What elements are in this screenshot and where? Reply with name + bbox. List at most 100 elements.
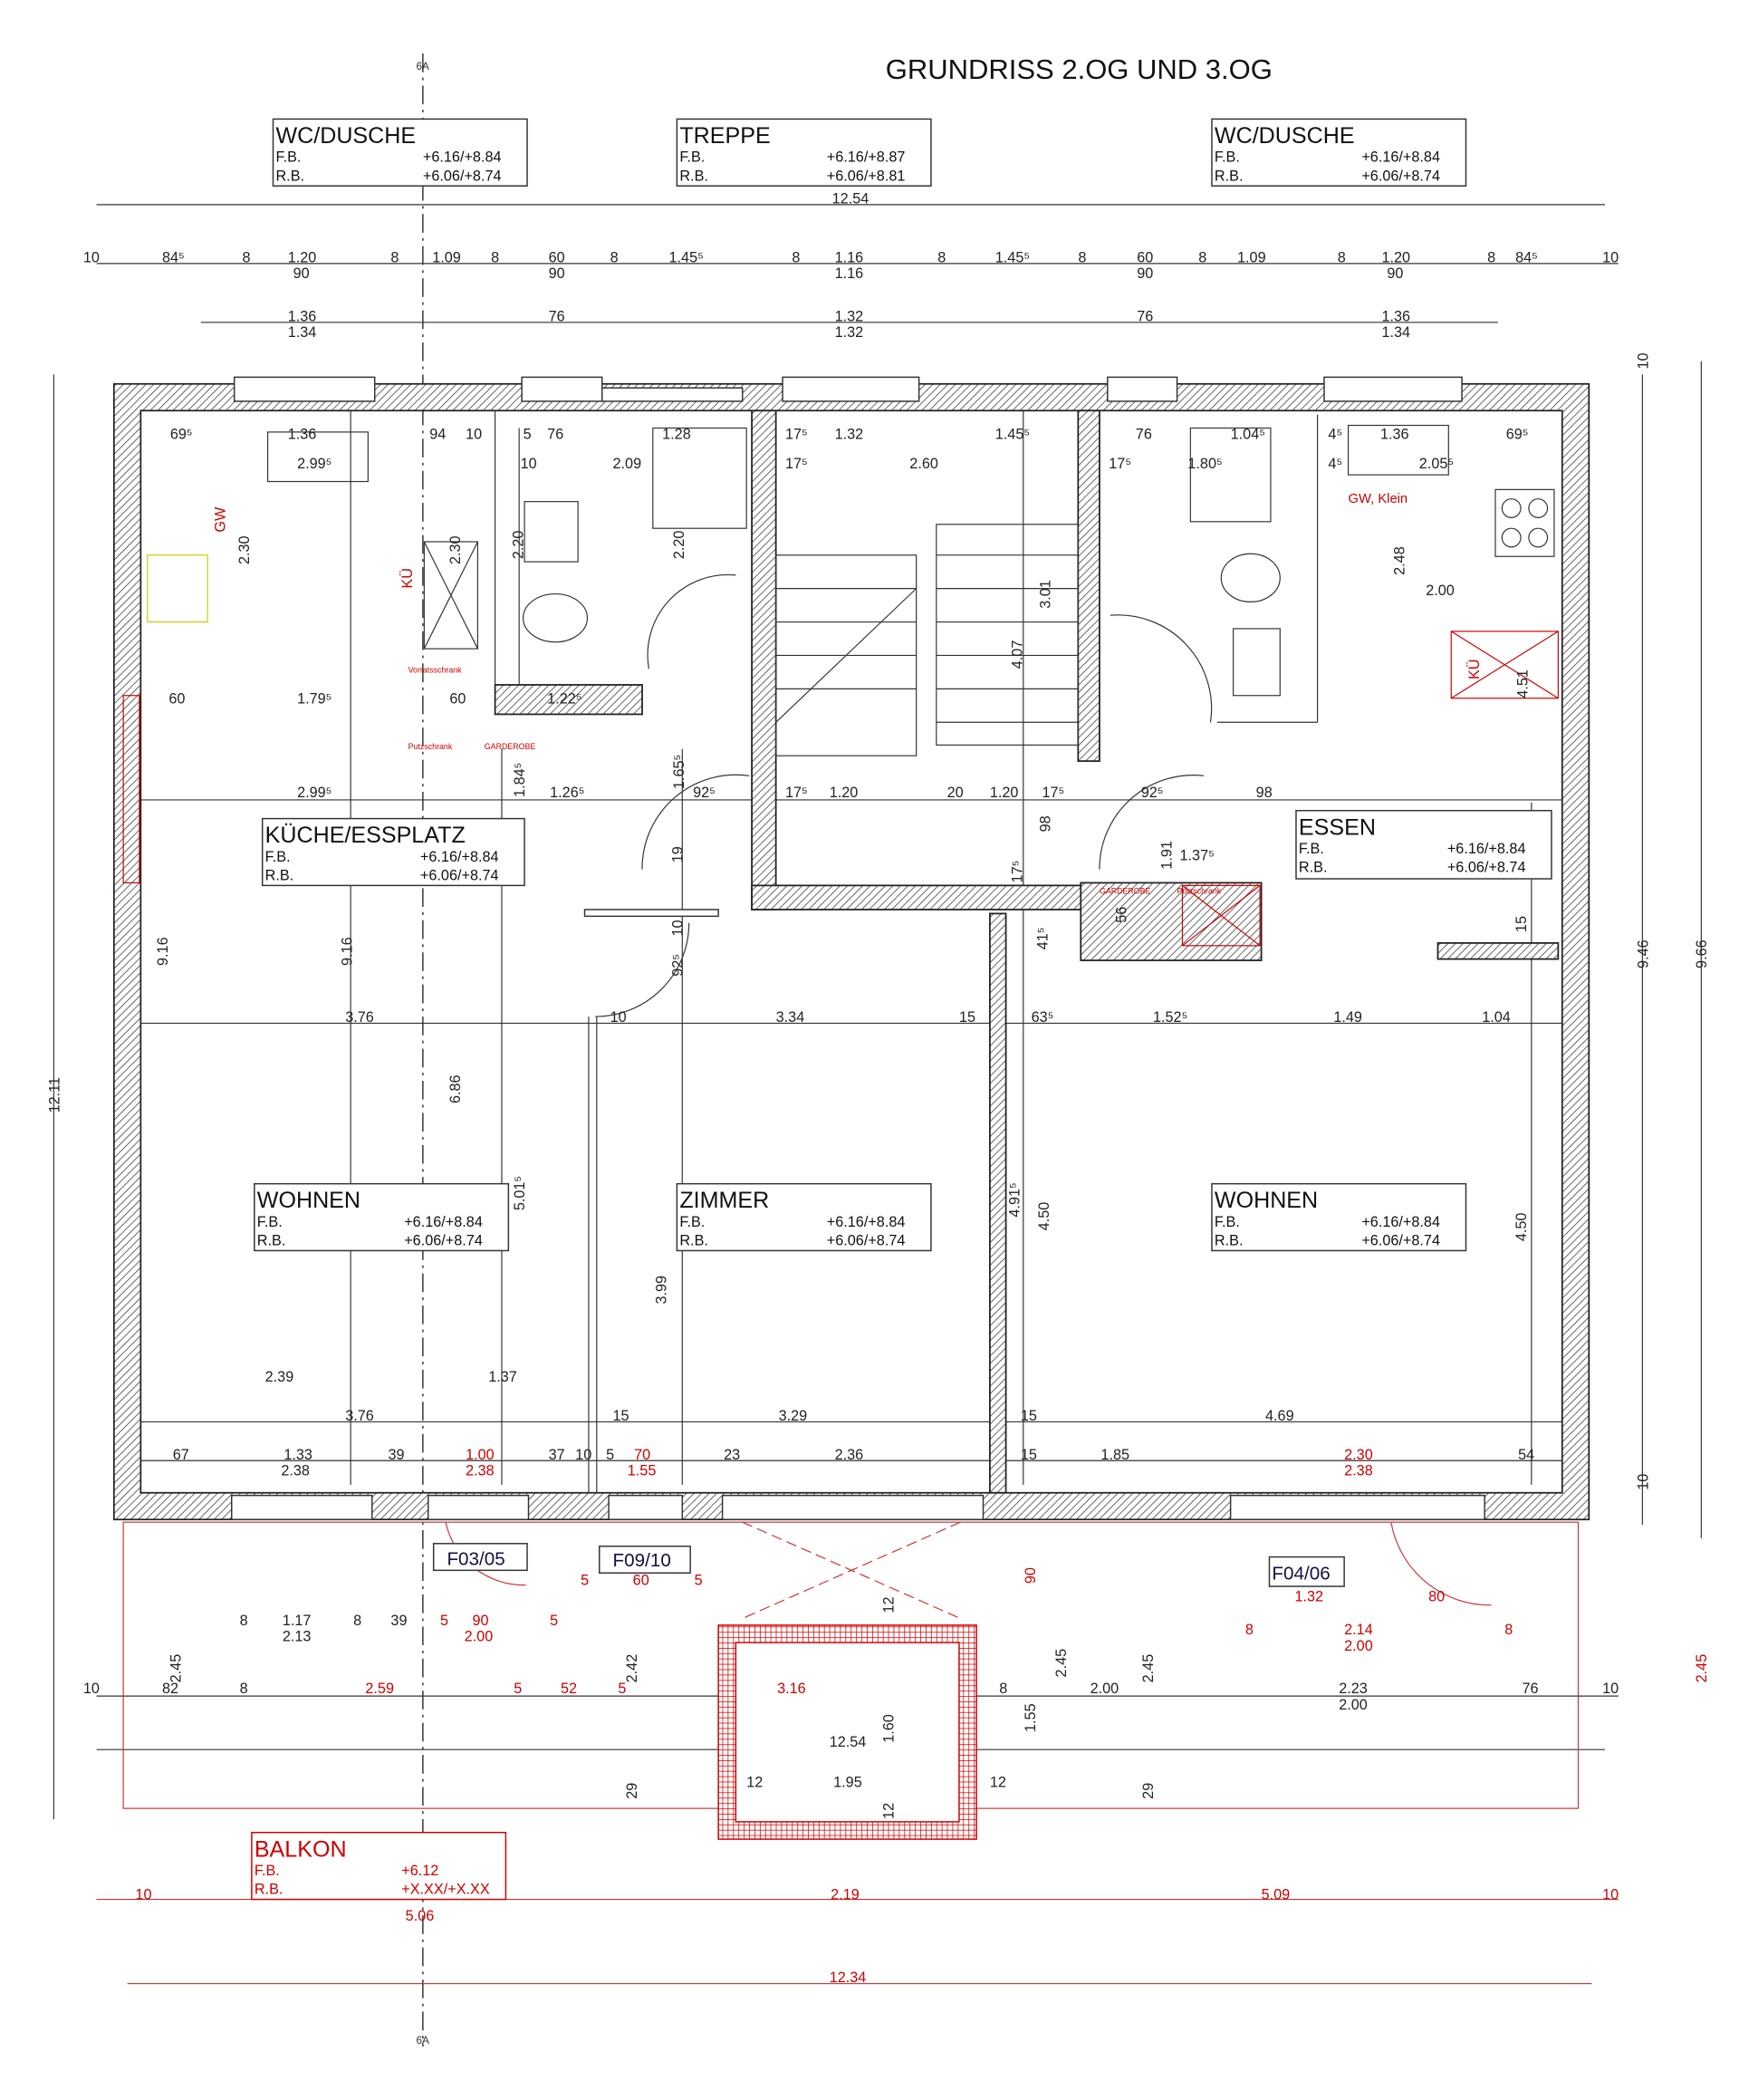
room-name: BALKON — [255, 1836, 347, 1862]
annotation-label: Vorratsschrank — [408, 666, 463, 675]
dimension-label: 2.00 — [1339, 1697, 1368, 1713]
dimension-label: 1.04 — [1482, 1009, 1511, 1026]
dimension-label: 60 — [1137, 249, 1153, 265]
dimension-label: 9.46 — [1635, 939, 1651, 968]
dimension-label: 90 — [1387, 265, 1403, 282]
dimension-label: 3.99 — [654, 1276, 670, 1305]
window-tag-text: F03/05 — [447, 1548, 504, 1569]
dimension-label: 2.45 — [1140, 1654, 1157, 1683]
rb-value: +6.06/+8.74 — [827, 1233, 906, 1249]
dimension-label: 4.50 — [1036, 1202, 1052, 1231]
dimension-label: 2.36 — [835, 1447, 864, 1463]
fb-label: F.B. — [255, 1863, 280, 1879]
dimension-label: 1.36 — [288, 426, 317, 442]
dimension-label: 5 — [550, 1613, 558, 1629]
dimension-label: 10 — [83, 1681, 100, 1697]
fb-value: +6.16/+8.87 — [827, 149, 906, 166]
dimension-label: 69⁵ — [170, 426, 193, 442]
dimension-label: 1.16 — [835, 265, 864, 282]
dimension-label: 1.52⁵ — [1153, 1009, 1187, 1026]
annotation-label: KÜ — [399, 568, 416, 589]
dimension-label: 2.45 — [1053, 1649, 1070, 1678]
dimension-label: 1.33 — [283, 1447, 312, 1463]
annotation-label: GW — [212, 506, 228, 533]
fb-value: +6.16/+8.84 — [1447, 841, 1526, 857]
annotation-label: Putzschrank — [408, 742, 453, 751]
fb-value: +6.16/+8.84 — [404, 1214, 483, 1230]
dimension-label: 12.54 — [830, 1734, 867, 1750]
dimension-label: 8 — [240, 1613, 248, 1629]
dimension-label: 1.00 — [466, 1447, 495, 1463]
dimension-label: 67 — [173, 1447, 189, 1463]
axis-label-bottom: 6A — [416, 2034, 429, 2047]
dimension-label: 2.20 — [671, 531, 687, 560]
dimension-label: 12.34 — [830, 1970, 867, 1986]
dimension-label: 84⁵ — [162, 249, 185, 265]
dimension-label: 2.00 — [1426, 583, 1455, 599]
room-name: ZIMMER — [679, 1188, 769, 1213]
dimension-label: 17⁵ — [1009, 861, 1025, 883]
fb-value: +6.16/+8.84 — [1361, 149, 1440, 166]
fixtures — [122, 424, 1559, 1017]
rb-value: +6.06/+8.74 — [404, 1233, 483, 1249]
dimension-label: 2.59 — [365, 1681, 394, 1697]
room-name: WOHNEN — [1215, 1188, 1318, 1213]
dimension-label: 10 — [1602, 249, 1619, 265]
plan-title: GRUNDRISS 2.OG UND 3.OG — [886, 53, 1273, 85]
dimension-label: 3.34 — [776, 1009, 805, 1026]
dimension-label: 1.45⁵ — [995, 426, 1030, 442]
dimension-lines — [53, 204, 1702, 1985]
dimension-label: 3.76 — [345, 1009, 374, 1026]
window-tag-text: F04/06 — [1272, 1564, 1330, 1585]
dimension-label: 98 — [1037, 815, 1053, 832]
dimension-label: 70 — [634, 1447, 650, 1463]
dimension-label: 19 — [669, 846, 686, 862]
dimension-label: 17⁵ — [785, 456, 808, 472]
dimension-label: 5 — [524, 426, 532, 442]
dimension-label: 1.36 — [1380, 426, 1409, 442]
dimension-label: 4⁵ — [1328, 456, 1342, 472]
dimension-label: 9.16 — [155, 937, 171, 966]
rb-value: +6.06/+8.81 — [827, 168, 906, 184]
dimension-label: 8 — [1198, 249, 1206, 265]
dimension-label: 15 — [613, 1408, 629, 1424]
rb-label: R.B. — [255, 1882, 283, 1898]
dimension-label: 1.20 — [830, 785, 859, 801]
dimension-label: 10 — [1602, 1887, 1619, 1903]
dimension-label: 80 — [1428, 1588, 1445, 1604]
dimension-label: 10 — [610, 1009, 627, 1026]
dimension-label: 4⁵ — [1328, 426, 1342, 442]
annotation-label: KÜ — [1466, 659, 1483, 679]
room-label-3: KÜCHE/ESSPLATZF.B.+6.16/+8.84R.B.+6.06/+… — [261, 817, 525, 887]
dimension-label: 1.34 — [288, 324, 317, 341]
dimension-label: 52 — [561, 1681, 577, 1697]
window-tag-f04-06: F04/06 — [1268, 1556, 1345, 1587]
dimension-label: 3.29 — [779, 1408, 808, 1424]
dimension-label: 1.09 — [432, 249, 461, 265]
dimension-label: 12 — [746, 1775, 763, 1791]
dimension-label: 15 — [959, 1009, 975, 1026]
windows-bottom — [231, 1494, 1485, 1520]
dimension-label: 2.38 — [466, 1463, 495, 1479]
dimension-label: 1.60 — [881, 1714, 898, 1743]
dimension-label: 1.32 — [835, 308, 864, 324]
dimension-label: 92⁵ — [1141, 785, 1164, 801]
dimension-label: 1.55 — [1023, 1703, 1039, 1732]
dimension-label: 4.07 — [1009, 641, 1025, 669]
dimension-label: 12 — [881, 1803, 898, 1819]
dimension-label: 10 — [575, 1447, 591, 1463]
dimension-label: 4.50 — [1513, 1213, 1530, 1242]
dimension-label: 12 — [881, 1597, 898, 1614]
dimension-label: 90 — [472, 1613, 488, 1629]
dimension-label: 3.16 — [777, 1681, 806, 1697]
dimension-label: 3.01 — [1037, 580, 1053, 609]
rb-value: +6.06/+8.74 — [1361, 168, 1440, 184]
dimension-label: 6.86 — [447, 1074, 464, 1103]
dimension-label: 2.99⁵ — [297, 456, 331, 472]
dimension-label: 2.13 — [283, 1629, 312, 1645]
dimension-label: 8 — [792, 249, 800, 265]
dimension-label: 15 — [1021, 1447, 1037, 1463]
